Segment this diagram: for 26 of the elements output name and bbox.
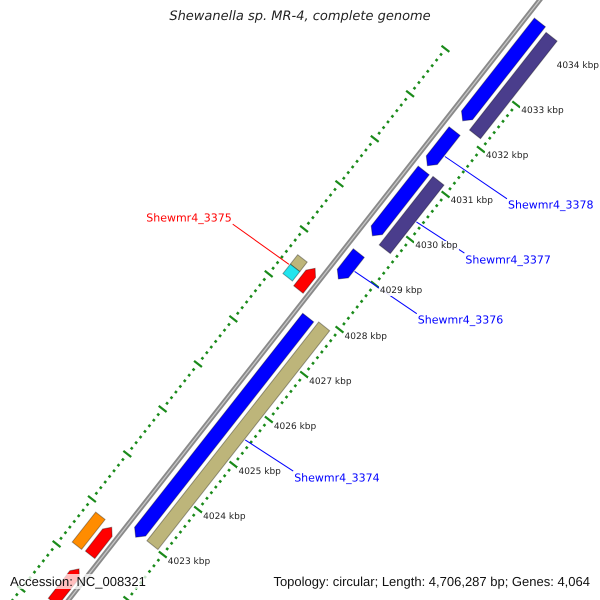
leader-line xyxy=(244,439,294,472)
gene-block xyxy=(426,126,461,166)
gene-block xyxy=(336,248,365,280)
scale-label: 4034 kbp xyxy=(556,61,600,72)
scale-label: 4023 kbp xyxy=(166,556,212,567)
genome-stats: Topology: circular; Length: 4,706,287 bp; Genes: 4,064 xyxy=(271,574,592,589)
scale-label: 4025 kbp xyxy=(237,466,282,477)
scale-label: 4027 kbp xyxy=(308,376,353,387)
accession-text: Accession: NC_008321 xyxy=(8,574,148,589)
scale-label: 4031 kbp xyxy=(450,196,494,206)
scale-label: 4030 kbp xyxy=(414,241,459,252)
gene-label: Shewmr4_3378 xyxy=(507,198,594,212)
leader-line xyxy=(232,224,290,265)
scale-label: 4033 kbp xyxy=(520,106,565,116)
scale-label: 4029 kbp xyxy=(378,286,424,296)
gene-label: Shewmr4_3376 xyxy=(416,314,504,327)
leader-line xyxy=(444,156,508,200)
gene-label: Shewmr4_3374 xyxy=(293,471,381,484)
gene-label: Shewmr4_3377 xyxy=(464,253,552,266)
scale-label: 4026 kbp xyxy=(272,422,318,432)
gene-block xyxy=(282,264,300,282)
scale-label: 4032 kbp xyxy=(484,151,530,162)
scale-label: 4028 kbp xyxy=(344,332,388,342)
title: Shewanella sp. MR-4, complete genome xyxy=(169,9,431,24)
scale-label: 4024 kbp xyxy=(202,512,247,522)
gene-label: Shewmr4_3375 xyxy=(145,211,233,224)
